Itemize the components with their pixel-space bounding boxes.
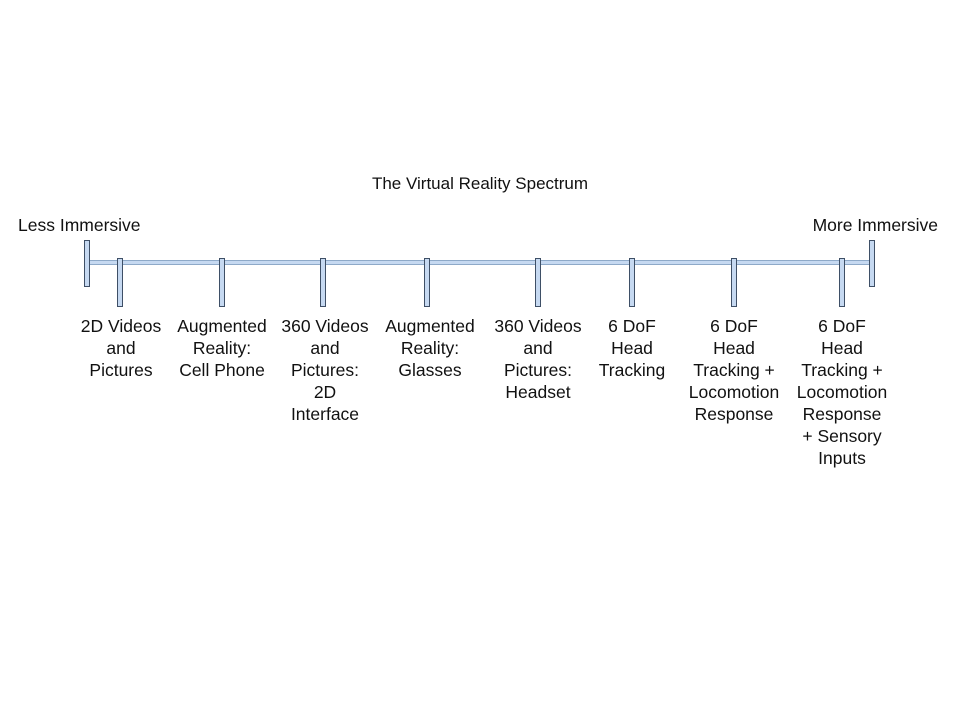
stage-label-line: Tracking	[598, 360, 666, 380]
stage-label-line: Inputs	[818, 448, 866, 468]
stage-label-line: Head	[821, 338, 863, 358]
stage-label-line: Glasses	[398, 360, 462, 380]
stage-label-line: and	[523, 338, 553, 358]
stage-label-6dof-sensory: 6 DoF Head Tracking + Locomotion Respons…	[790, 315, 894, 469]
stage-label-360-headset: 360 Videos and Pictures: Headset	[486, 315, 590, 403]
stage-label-line: 360 Videos	[281, 316, 369, 336]
stage-label-line: Pictures:	[290, 360, 360, 380]
stage-label-line: Augmented	[385, 316, 475, 336]
stage-label-line: 6 DoF	[818, 316, 866, 336]
axis-end-cap	[869, 240, 875, 287]
stage-label-line: Pictures:	[503, 360, 573, 380]
stage-label-line: and	[106, 338, 136, 358]
stage-label-line: 6 DoF	[710, 316, 758, 336]
stage-label-line: Response	[694, 404, 774, 424]
stage-label-line: Reality:	[192, 338, 252, 358]
stage-label-line: 360 Videos	[494, 316, 582, 336]
stage-tick	[629, 258, 635, 307]
axis-start-cap	[84, 240, 90, 287]
stage-label-ar-glasses: Augmented Reality: Glasses	[378, 315, 482, 381]
more-immersive-label: More Immersive	[812, 215, 938, 235]
stage-label-line: and	[310, 338, 340, 358]
stage-label-line: Tracking +	[693, 360, 775, 380]
stage-label-line: Tracking +	[801, 360, 883, 380]
stage-label-2d-videos: 2D Videos and Pictures	[69, 315, 173, 381]
stage-tick	[219, 258, 225, 307]
stage-label-line: 6 DoF	[608, 316, 656, 336]
stage-label-6dof-tracking: 6 DoF Head Tracking	[580, 315, 684, 381]
stage-label-6dof-locomotion: 6 DoF Head Tracking + Locomotion Respons…	[682, 315, 786, 425]
stage-tick	[839, 258, 845, 307]
stage-label-360-2d-interface: 360 Videos and Pictures: 2D Interface	[273, 315, 377, 425]
stage-label-line: Cell Phone	[179, 360, 265, 380]
stage-label-line: Head	[611, 338, 653, 358]
stage-tick	[424, 258, 430, 307]
stage-tick	[320, 258, 326, 307]
stage-label-line: Interface	[290, 404, 360, 424]
stage-label-line: Locomotion	[688, 382, 780, 402]
less-immersive-label: Less Immersive	[18, 215, 141, 235]
stage-label-line: Response	[802, 404, 882, 424]
stage-tick	[535, 258, 541, 307]
spectrum-axis	[90, 260, 870, 265]
stage-label-line: Reality:	[400, 338, 460, 358]
stage-label-ar-cell-phone: Augmented Reality: Cell Phone	[170, 315, 274, 381]
diagram-title: The Virtual Reality Spectrum	[371, 174, 589, 193]
stage-label-line: Head	[713, 338, 755, 358]
stage-label-line: 2D Videos	[80, 316, 162, 336]
stage-label-line: 2D	[313, 382, 337, 402]
stage-label-line: Locomotion	[796, 382, 888, 402]
stage-tick	[731, 258, 737, 307]
stage-label-line: + Sensory	[802, 426, 882, 446]
stage-tick	[117, 258, 123, 307]
stage-label-line: Augmented	[177, 316, 267, 336]
stage-label-line: Pictures	[89, 360, 153, 380]
stage-label-line: Headset	[505, 382, 571, 402]
